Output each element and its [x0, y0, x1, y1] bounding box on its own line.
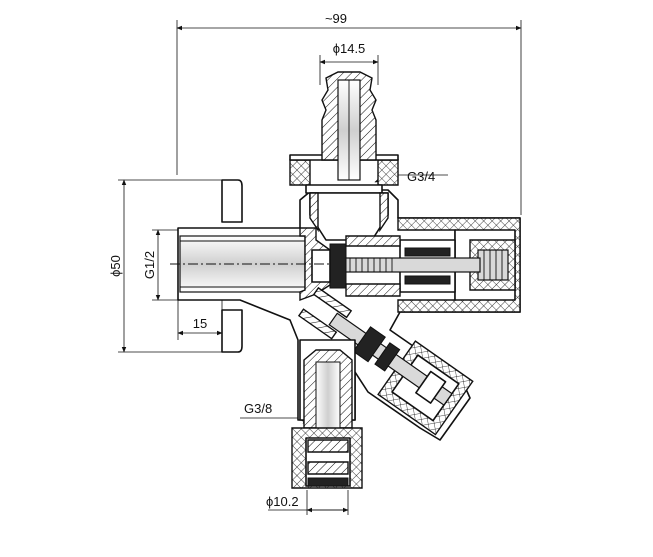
right-valve-cartridge — [311, 217, 521, 313]
diagonal-valve — [297, 286, 474, 436]
overall-width-label: ~99 — [325, 11, 347, 26]
bottom-outlet — [291, 339, 363, 489]
inlet-length-label: 15 — [193, 316, 207, 331]
top-outlet — [289, 71, 399, 241]
inlet-thread-label: G1/2 — [142, 251, 157, 279]
bottom-thread-label: G3/8 — [244, 401, 272, 416]
top-thread-label: G3/4 — [407, 169, 435, 184]
body-height-label: ϕ50 — [108, 255, 123, 277]
top-diameter-label: ϕ14.5 — [333, 41, 366, 56]
inlet-flange — [221, 179, 243, 223]
top-nut — [289, 159, 311, 186]
bottom-diameter-label: ϕ10.2 — [266, 494, 299, 509]
